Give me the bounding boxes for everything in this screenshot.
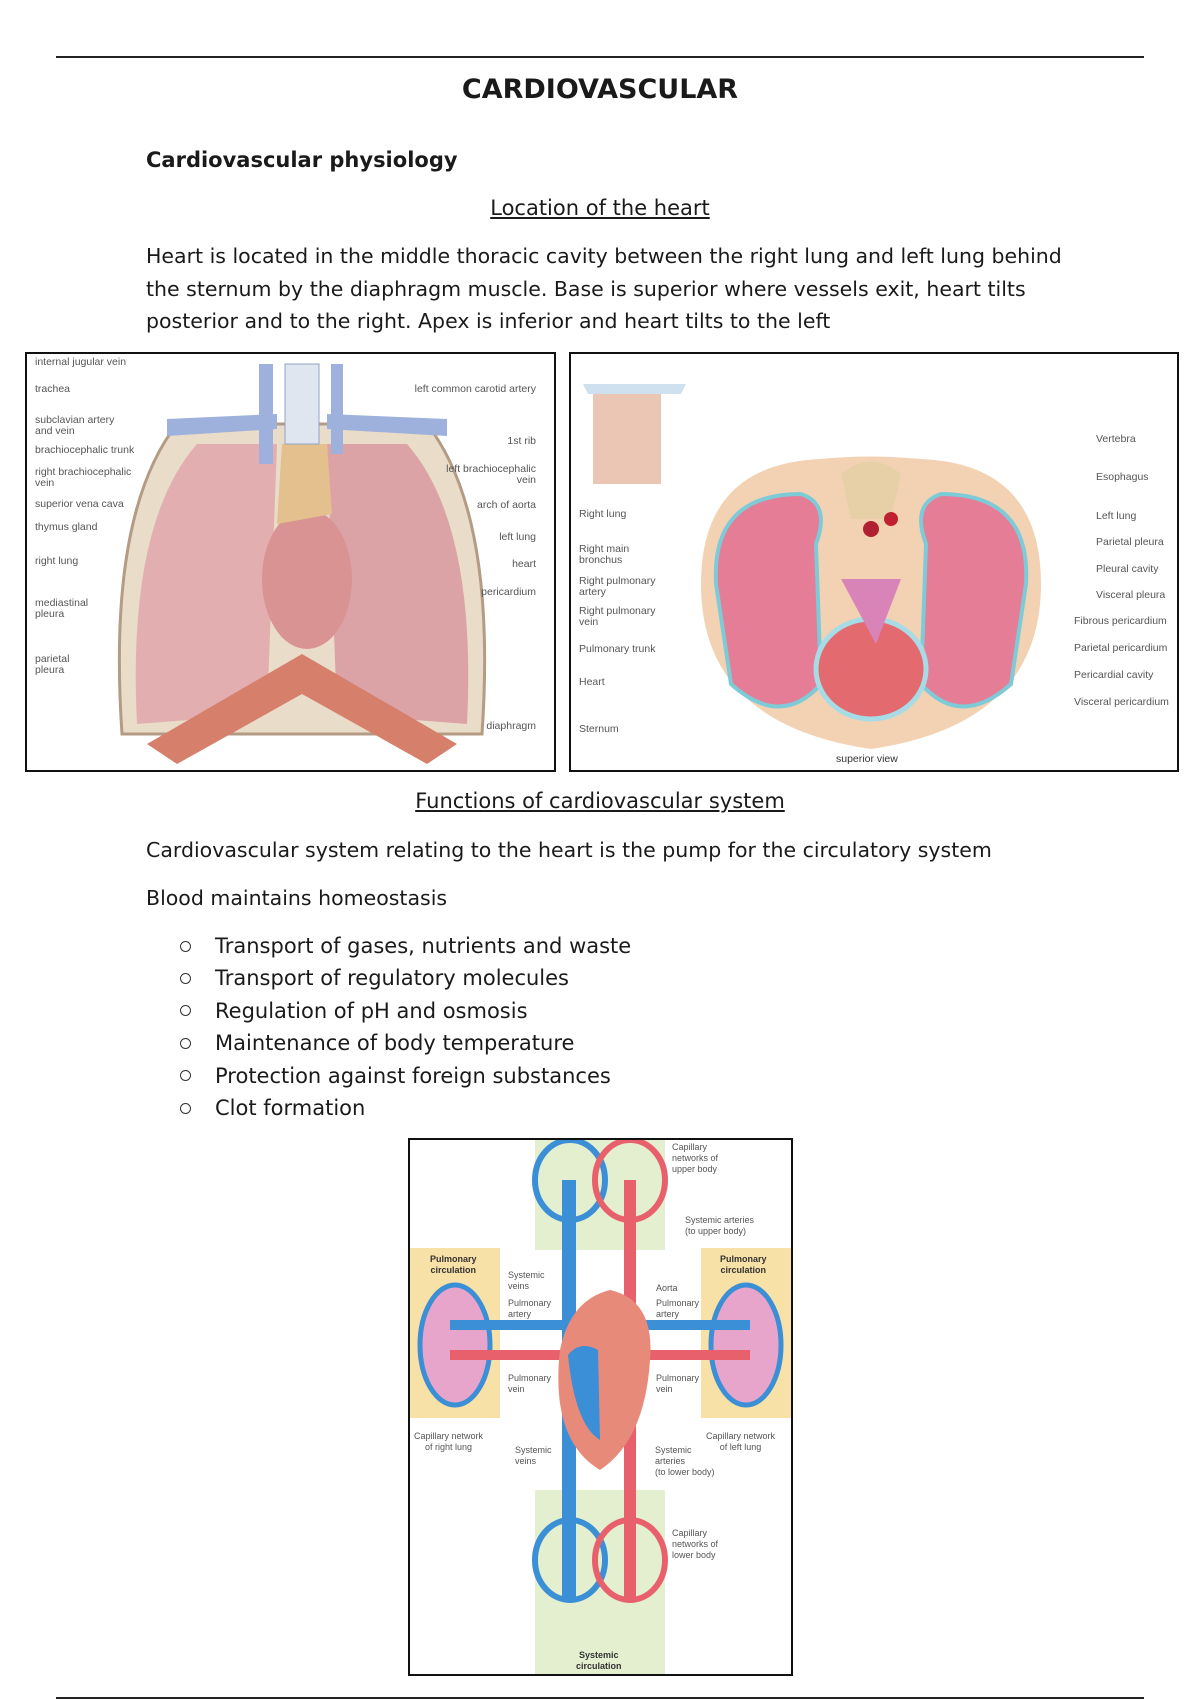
location-paragraph: Heart is located in the middle thoracic … [146,244,1062,333]
functions-heading: Functions of cardiovascular system [415,789,785,813]
label-pulm-artery-left: Pulmonary artery [508,1298,552,1319]
label-thymus: thymus gland [35,521,98,533]
bullet-icon [180,1037,191,1049]
label-aorta: Aorta [656,1283,678,1293]
bullet-icon [180,973,191,985]
list-item: Maintenance of body temperature [180,1027,631,1059]
label-cap-left-lung: Capillary network of left lung [706,1431,776,1452]
thorax-illustration [117,363,487,764]
label-left-brachiocephalic-vein: left brachiocephalic vein [446,463,536,486]
label-left-lung: left lung [499,531,536,543]
list-item: Transport of gases, nutrients and waste [180,930,631,962]
label-parietal-pleura: Parietal pleura [1096,536,1164,548]
section-heading: Cardiovascular physiology [146,148,458,172]
list-item-text: Transport of regulatory molecules [215,966,569,991]
label-cap-lower: Capillary networks of lower body [672,1528,719,1560]
circulation-figure: Capillary networks of upper body Systemi… [408,1138,793,1676]
label-pulm-artery-right: Pulmonary artery [656,1298,700,1319]
figure-caption: superior view [836,753,898,765]
label-parietal-pleura: parietal pleura [35,653,70,676]
label-brachiocephalic-trunk: brachiocephalic trunk [35,444,135,456]
label-pericardial-cavity: Pericardial cavity [1074,669,1154,681]
list-item: Regulation of pH and osmosis [180,995,631,1027]
list-item: Protection against foreign substances [180,1060,631,1092]
label-pulm-vein-right: Pulmonary vein [656,1373,700,1394]
section-illustration [583,384,1041,749]
label-arch-of-aorta: arch of aorta [477,499,536,511]
label-right-pulmonary-vein: Right pulmonary vein [579,605,656,628]
label-sys-veins-bottom: Systemic veins [515,1445,552,1466]
thorax-section-figure: Right lung Right main bronchus Right pul… [569,352,1179,772]
label-fibrous-pericardium: Fibrous pericardium [1074,615,1167,627]
label-pulm-circ-left: Pulmonary circulation [430,1254,477,1275]
list-item-text: Protection against foreign substances [215,1063,611,1088]
functions-list: Transport of gases, nutrients and waste … [180,930,631,1124]
label-sternum: Sternum [579,723,619,735]
top-rule [56,56,1144,58]
label-pulm-circ-right: Pulmonary circulation [720,1254,767,1275]
label-vertebra: Vertebra [1096,433,1136,445]
list-item-text: Clot formation [215,1095,366,1120]
label-sys-veins-top: Systemic veins [508,1270,545,1291]
thorax-anterior-figure: internal jugular vein trachea subclavian… [25,352,556,772]
label-esophagus: Esophagus [1096,471,1149,483]
label-pericardium: pericardium [481,586,536,598]
label-left-lung: Left lung [1096,510,1137,522]
list-item-text: Regulation of pH and osmosis [215,998,528,1023]
bullet-icon [180,940,191,952]
bullet-icon [180,1005,191,1017]
label-trachea: trachea [35,383,71,395]
label-right-pulmonary-artery: Right pulmonary artery [579,575,656,598]
bullet-icon [180,1102,191,1114]
label-internal-jugular-vein: internal jugular vein [35,356,127,368]
label-subclavian: subclavian artery and vein [35,414,115,437]
label-mediastinal-pleura: mediastinal pleura [35,597,89,620]
label-visceral-pericardium: Visceral pericardium [1074,696,1169,708]
location-heading: Location of the heart [490,196,710,220]
label-sys-circ: Systemic circulation [576,1650,622,1671]
list-item-text: Maintenance of body temperature [215,1031,575,1056]
label-heart: Heart [579,676,605,688]
label-diaphragm: diaphragm [486,720,536,732]
label-pulm-vein-left: Pulmonary vein [508,1373,552,1394]
homeostasis-paragraph: Blood maintains homeostasis [146,886,448,910]
list-item: Transport of regulatory molecules [180,962,631,994]
bullet-icon [180,1070,191,1082]
label-right-brachiocephalic-vein: right brachiocephalic vein [35,466,132,489]
label-heart: heart [512,558,536,570]
label-pulmonary-trunk: Pulmonary trunk [579,643,656,655]
bottom-rule [56,1697,1144,1699]
list-item: Clot formation [180,1092,631,1124]
label-cap-right-lung: Capillary network of right lung [414,1431,484,1452]
label-visceral-pleura: Visceral pleura [1096,589,1166,601]
page-title: CARDIOVASCULAR [461,74,739,105]
list-item-text: Transport of gases, nutrients and waste [215,934,632,958]
label-sys-art-lower: Systemic arteries (to lower body) [655,1445,715,1477]
label-right-lung: right lung [35,555,79,567]
label-1st-rib: 1st rib [507,435,536,447]
label-sys-art-upper: Systemic arteries (to upper body) [685,1215,755,1236]
circulation-illustration [410,1140,791,1674]
label-superior-vena-cava: superior vena cava [35,498,124,510]
label-right-main-bronchus: Right main bronchus [579,543,630,566]
label-left-common-carotid: left common carotid artery [414,383,536,395]
functions-paragraph: Cardiovascular system relating to the he… [146,838,992,862]
label-parietal-pericardium: Parietal pericardium [1074,642,1168,654]
label-pleural-cavity: Pleural cavity [1096,563,1159,575]
label-cap-upper: Capillary networks of upper body [672,1142,719,1174]
label-right-lung: Right lung [579,508,627,520]
